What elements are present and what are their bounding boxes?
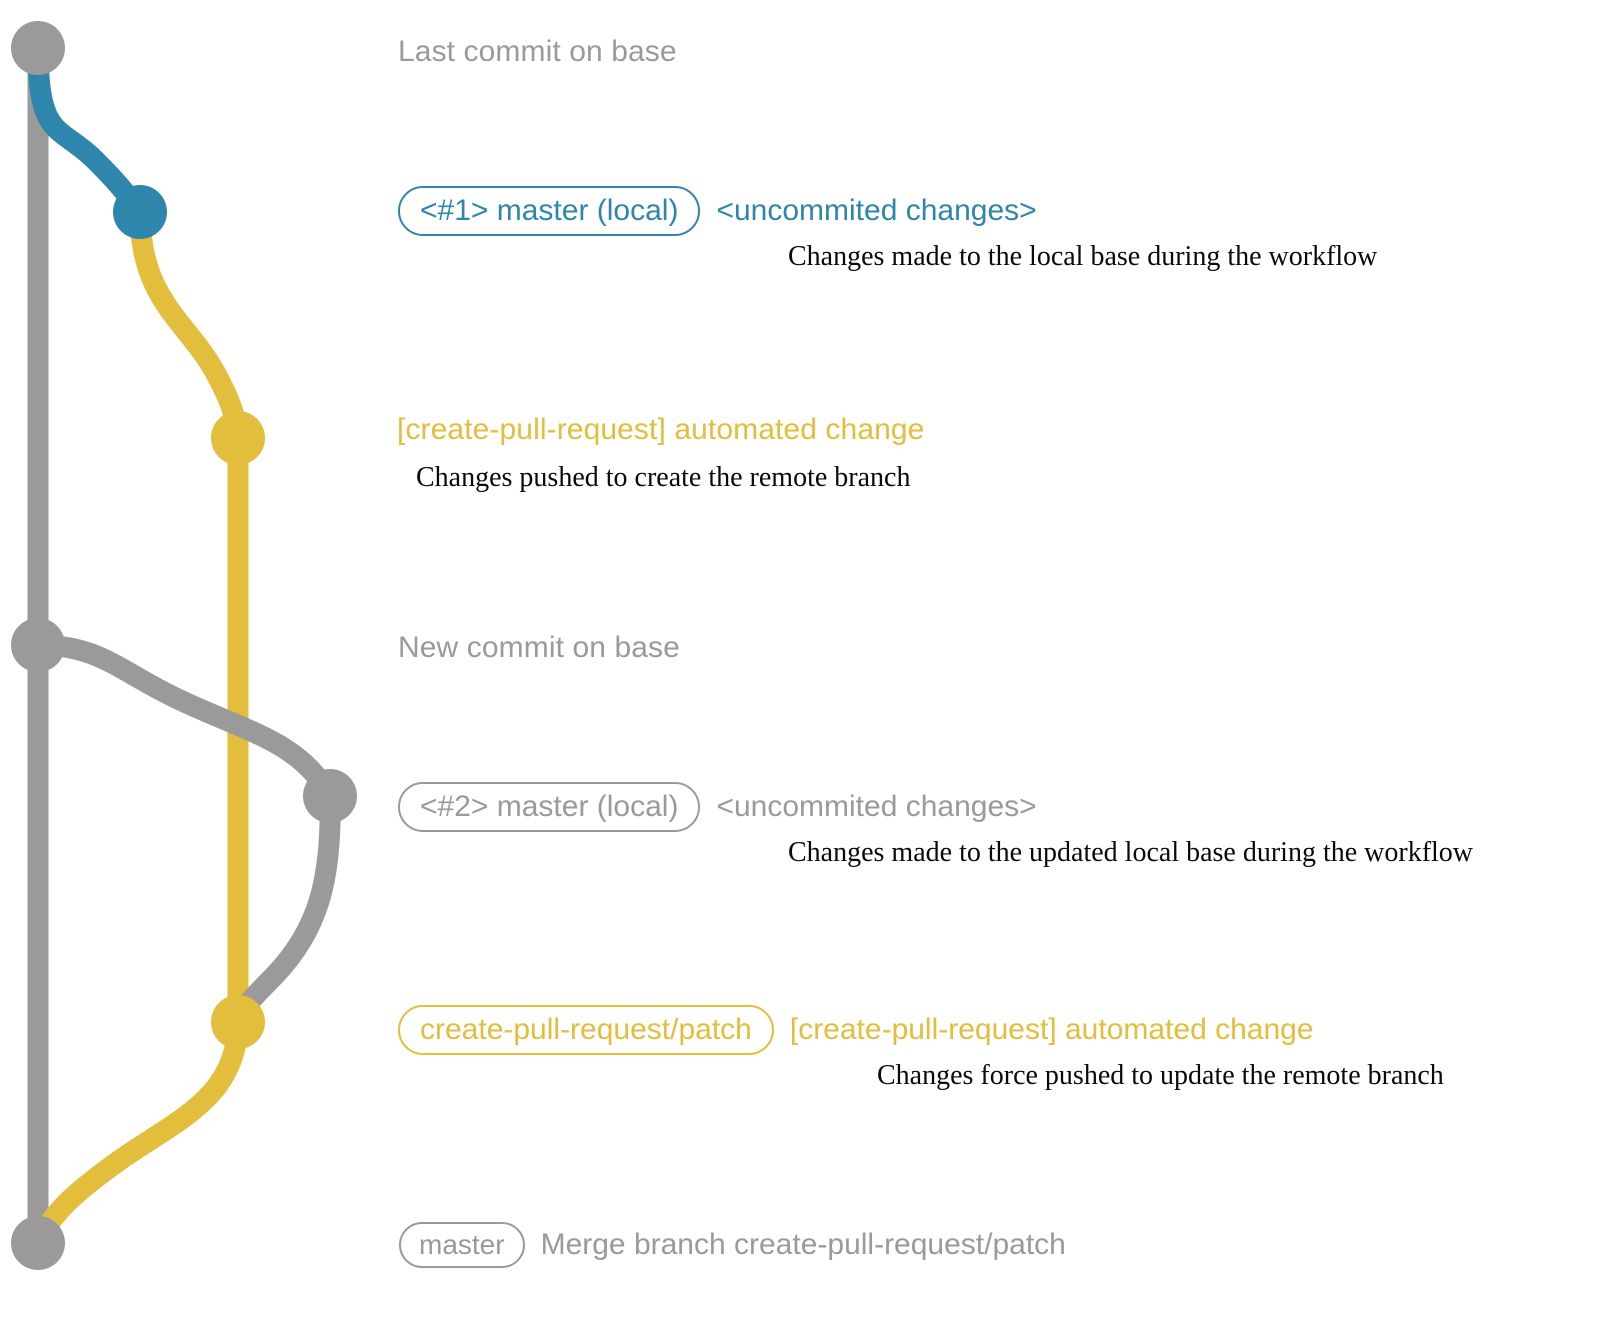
ref-badge-master-local-1[interactable]: <#1> master (local): [398, 186, 701, 236]
commit-row-local-2: <#2> master (local) <uncommited changes>: [398, 782, 1037, 832]
commit-description-local-2: Changes made to the updated local base d…: [788, 837, 1474, 868]
commit-message-patch-branch: [create-pull-request] automated change: [789, 1013, 1314, 1046]
commit-message-master-merge: Merge branch create-pull-request/patch: [540, 1228, 1066, 1261]
commit-label-new-commit-on-base: New commit on base: [398, 631, 680, 664]
commit-description-automated-change-1: Changes pushed to create the remote bran…: [416, 462, 911, 493]
commit-description-patch-branch: Changes force pushed to update the remot…: [877, 1060, 1444, 1091]
commit-label-last-commit-on-base: Last commit on base: [398, 35, 677, 68]
ref-badge-create-pull-request-patch[interactable]: create-pull-request/patch: [398, 1005, 774, 1055]
ref-badge-master[interactable]: master: [399, 1222, 525, 1268]
commit-label-automated-change-1: [create-pull-request] automated change: [397, 413, 925, 446]
commit-row-local-1: <#1> master (local) <uncommited changes>: [398, 186, 1037, 236]
ref-badge-master-local-2[interactable]: <#2> master (local): [398, 782, 701, 832]
commit-description-local-1: Changes made to the local base during th…: [788, 241, 1378, 272]
commit-message-local-1: <uncommited changes>: [716, 194, 1037, 227]
commit-message-local-2: <uncommited changes>: [716, 790, 1037, 823]
commit-row-master-merge: master Merge branch create-pull-request/…: [399, 1222, 1066, 1268]
commit-row-patch-branch: create-pull-request/patch [create-pull-r…: [398, 1005, 1314, 1055]
